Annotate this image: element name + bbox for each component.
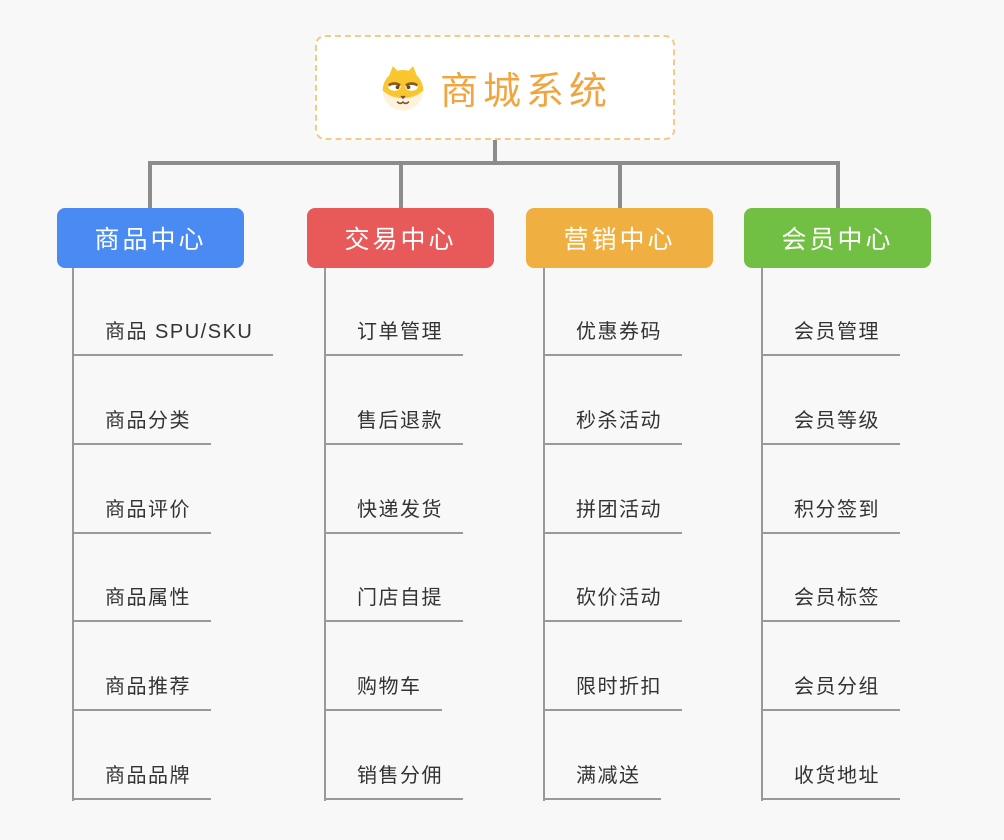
branch-drop-line [618, 161, 622, 208]
dog-face-icon [382, 65, 424, 111]
branch-label: 会员中心 [781, 226, 894, 254]
mindmap-item[interactable]: 门店自提 [325, 585, 463, 622]
mindmap-item[interactable]: 快递发货 [325, 497, 463, 534]
column-spine-line [324, 268, 326, 801]
branch-label: 交易中心 [344, 226, 457, 254]
mindmap-item[interactable]: 商品分类 [73, 408, 211, 445]
mindmap-item[interactable]: 限时折扣 [544, 674, 682, 711]
branch-node-member-center[interactable]: 会员中心 [744, 208, 931, 268]
mindmap-item[interactable]: 售后退款 [325, 408, 463, 445]
mindmap-item[interactable]: 会员分组 [762, 674, 900, 711]
mindmap-item[interactable]: 拼团活动 [544, 497, 682, 534]
branch-drop-line [836, 161, 840, 208]
mindmap-item[interactable]: 商品品牌 [73, 763, 211, 800]
mindmap-item[interactable]: 商品推荐 [73, 674, 211, 711]
column-spine-line [543, 268, 545, 801]
branch-drop-line [148, 161, 152, 208]
branch-label: 营销中心 [563, 226, 676, 254]
column-spine-line [761, 268, 763, 801]
mindmap-item[interactable]: 满减送 [544, 763, 661, 800]
mindmap-item[interactable]: 商品属性 [73, 585, 211, 622]
mindmap-item[interactable]: 会员等级 [762, 408, 900, 445]
mindmap-item[interactable]: 销售分佣 [325, 763, 463, 800]
mindmap-item[interactable]: 商品 SPU/SKU [73, 319, 274, 356]
column-spine-line [72, 268, 74, 801]
mindmap-item[interactable]: 会员管理 [762, 319, 900, 356]
branch-label: 商品中心 [94, 226, 207, 254]
mindmap-item[interactable]: 商品评价 [73, 497, 211, 534]
mindmap-item[interactable]: 订单管理 [325, 319, 463, 356]
mindmap-item[interactable]: 积分签到 [762, 497, 900, 534]
mindmap-item[interactable]: 会员标签 [762, 585, 900, 622]
root-node[interactable]: 商城系统 [315, 35, 675, 140]
mindmap-item[interactable]: 秒杀活动 [544, 408, 682, 445]
branch-drop-line [399, 161, 403, 208]
mindmap-item[interactable]: 优惠券码 [544, 319, 682, 356]
mindmap-item[interactable]: 收货地址 [762, 763, 900, 800]
branch-horizontal-connector-line [148, 161, 839, 165]
branch-node-product-center[interactable]: 商品中心 [57, 208, 244, 268]
mindmap-item[interactable]: 砍价活动 [544, 585, 682, 622]
branch-node-marketing-center[interactable]: 营销中心 [526, 208, 713, 268]
root-connector-line [493, 140, 497, 165]
mindmap-item[interactable]: 购物车 [325, 674, 442, 711]
root-title: 商城系统 [439, 71, 612, 113]
branch-node-trade-center[interactable]: 交易中心 [307, 208, 494, 268]
